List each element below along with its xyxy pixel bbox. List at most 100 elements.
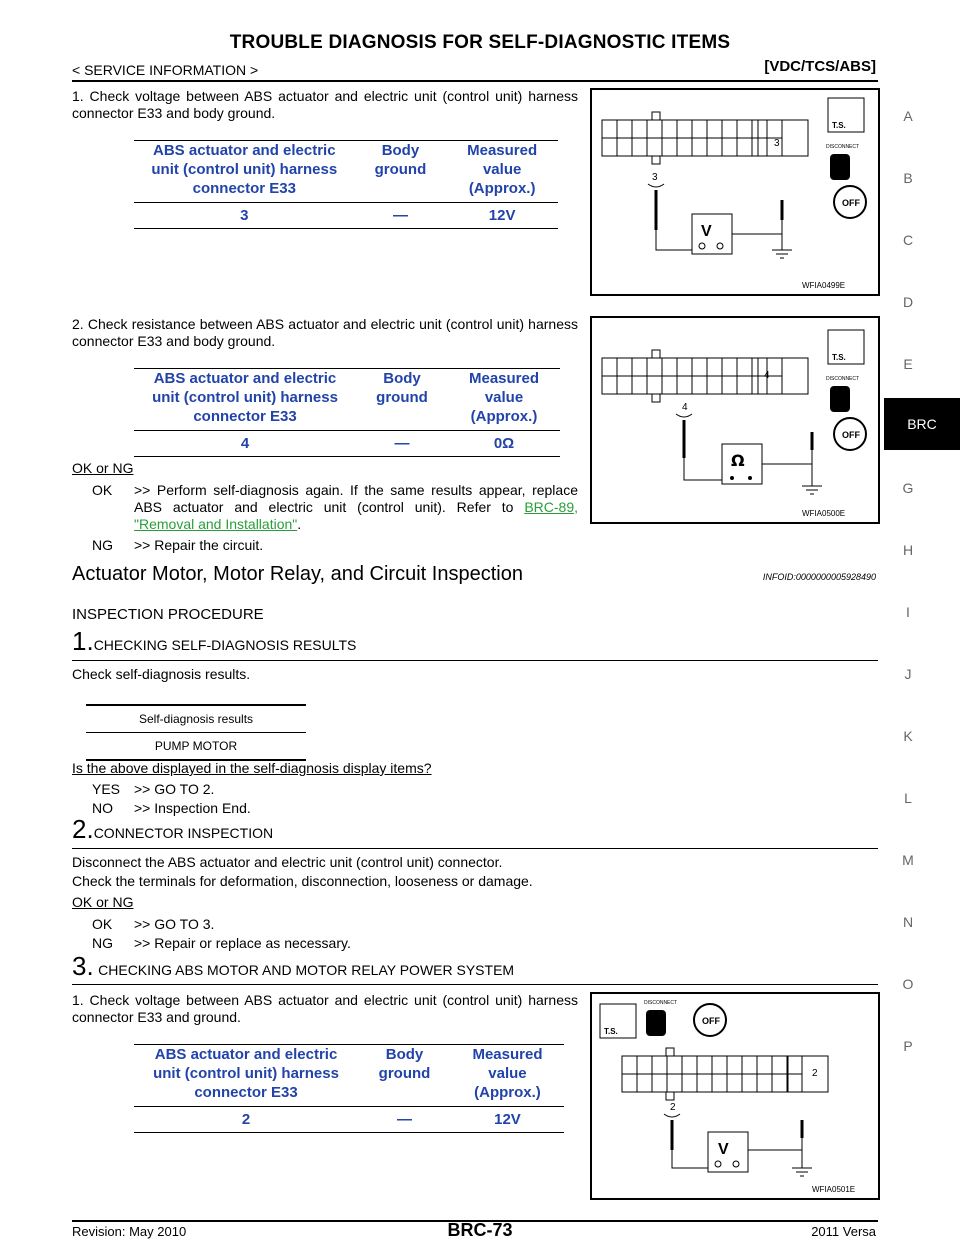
side-index-e[interactable]: E xyxy=(903,356,913,372)
svg-text:Ω: Ω xyxy=(731,451,745,470)
ok-text-2: >> GO TO 3. xyxy=(134,916,215,932)
ng-label-1: NG xyxy=(92,537,113,553)
footer-rule xyxy=(72,1220,878,1222)
spec-table-2: ABS actuator and electric unit (control … xyxy=(134,368,560,457)
block1-step1: 1. Check voltage between ABS actuator an… xyxy=(72,88,578,121)
table3-cell-ground: — xyxy=(397,1111,412,1128)
ok-text-1-post: . xyxy=(297,516,302,532)
step-2-text-1: Disconnect the ABS actuator and electric… xyxy=(72,854,503,870)
step-1-text: Check self-diagnosis results. xyxy=(72,666,251,682)
figure-2-caption: WFIA0500E xyxy=(802,509,846,518)
svg-text:3: 3 xyxy=(774,138,780,149)
wiring-figure-3: T.S. DISCONNECT OFF 2 2 V WF xyxy=(590,992,880,1200)
svg-text:2: 2 xyxy=(670,1102,676,1113)
table-row: 3 — 12V xyxy=(134,203,558,229)
ok-ng-label-2: OK or NG xyxy=(72,894,134,910)
table2-cell-value: 0Ω xyxy=(493,435,515,452)
spec-table-3: ABS actuator and electric unit (control … xyxy=(134,1044,564,1133)
question-text: Is the above displayed in the self-diagn… xyxy=(72,760,432,776)
step-2-heading: 2.CONNECTOR INSPECTION xyxy=(72,814,273,845)
step-3-number: 3. xyxy=(72,951,94,981)
side-index-d[interactable]: D xyxy=(902,294,914,310)
wiring-figure-1: 3 3 V T.S. DISCONNECT OFF WFIA0499E xyxy=(590,88,880,296)
ng-label-2: NG xyxy=(92,935,113,951)
side-index-k[interactable]: K xyxy=(903,728,913,744)
table2-cell-ground: — xyxy=(394,435,410,452)
table3-header-value: Measured value (Approx.) xyxy=(472,1046,543,1101)
svg-text:OFF: OFF xyxy=(842,430,860,440)
wiring-figure-2: 4 4 Ω T.S. DISCONNECT OFF WFIA0500E xyxy=(590,316,880,524)
side-index-j[interactable]: J xyxy=(904,666,912,682)
side-index-n[interactable]: N xyxy=(902,914,914,930)
yes-text: >> GO TO 2. xyxy=(134,781,215,797)
step-3-title: CHECKING ABS MOTOR AND MOTOR RELAY POWER… xyxy=(98,962,515,978)
step-2-text-2: Check the terminals for deformation, dis… xyxy=(72,873,533,889)
table1-header-ground: Body ground xyxy=(374,142,427,178)
table2-header-connector: ABS actuator and electric unit (control … xyxy=(152,370,338,425)
side-index-a[interactable]: A xyxy=(903,108,913,124)
ok-text-1: >> Perform self-diagnosis again. If the … xyxy=(134,482,578,533)
ohmmeter-diagram-icon: 4 4 Ω T.S. DISCONNECT OFF xyxy=(601,329,867,495)
step-1-number: 1. xyxy=(72,626,94,656)
breadcrumb: < SERVICE INFORMATION > xyxy=(72,62,259,78)
removal-installation-link[interactable]: BRC-89, "Removal and Installation" xyxy=(134,499,578,532)
side-index-brc[interactable]: BRC xyxy=(884,398,960,450)
side-index-b[interactable]: B xyxy=(903,170,913,186)
table1-header-connector: ABS actuator and electric unit (control … xyxy=(151,142,338,197)
step-3-heading: 3. CHECKING ABS MOTOR AND MOTOR RELAY PO… xyxy=(72,951,514,982)
revision-text: Revision: May 2010 xyxy=(72,1224,187,1239)
table3-header-ground: Body ground xyxy=(378,1046,431,1082)
info-id: INFOID:0000000005928490 xyxy=(762,572,876,582)
section-tag: [VDC/TCS/ABS] xyxy=(764,58,876,75)
side-index-l[interactable]: L xyxy=(904,790,912,806)
procedure-subtitle: INSPECTION PROCEDURE xyxy=(72,606,264,623)
svg-text:V: V xyxy=(701,223,712,240)
svg-text:T.S.: T.S. xyxy=(832,353,846,362)
table-row: 4 — 0Ω xyxy=(134,431,560,457)
side-index-g[interactable]: G xyxy=(902,480,914,496)
model-text: 2011 Versa xyxy=(811,1224,876,1239)
block1-step2: 2. Check resistance between ABS actuator… xyxy=(72,316,578,349)
side-index-i[interactable]: I xyxy=(906,604,910,620)
svg-text:4: 4 xyxy=(682,402,688,413)
side-index-o[interactable]: O xyxy=(902,976,914,992)
ok-text-1-pre: >> Perform self-diagnosis again. If the … xyxy=(134,482,578,515)
side-index-m[interactable]: M xyxy=(902,852,914,868)
self-diagnosis-table: Self-diagnosis results PUMP MOTOR xyxy=(86,704,306,761)
table1-cell-terminal: 3 xyxy=(240,207,249,224)
spec-table-1: ABS actuator and electric unit (control … xyxy=(134,140,558,229)
section-heading: Actuator Motor, Motor Relay, and Circuit… xyxy=(72,563,523,585)
ng-text-1: >> Repair the circuit. xyxy=(134,537,264,553)
table3-cell-value: 12V xyxy=(494,1111,521,1128)
side-index-p[interactable]: P xyxy=(903,1038,913,1054)
side-index-c[interactable]: C xyxy=(902,232,914,248)
ok-label-1: OK xyxy=(92,482,113,498)
table2-header-value: Measured value (Approx.) xyxy=(468,370,540,425)
step-3-text: 1. Check voltage between ABS actuator an… xyxy=(72,992,578,1025)
step-1-title: CHECKING SELF-DIAGNOSIS RESULTS xyxy=(93,637,357,653)
voltmeter-diagram-icon: 3 3 V T.S. DISCONNECT OFF xyxy=(601,97,867,259)
table3-header-connector: ABS actuator and electric unit (control … xyxy=(153,1046,339,1101)
header-rule xyxy=(72,80,878,82)
svg-text:T.S.: T.S. xyxy=(604,1027,618,1036)
svg-text:V: V xyxy=(718,1141,729,1158)
no-text: >> Inspection End. xyxy=(134,800,251,816)
side-index-h[interactable]: H xyxy=(902,542,914,558)
svg-text:3: 3 xyxy=(652,172,658,183)
step-1-heading: 1.CHECKING SELF-DIAGNOSIS RESULTS xyxy=(72,626,356,657)
svg-text:OFF: OFF xyxy=(702,1016,720,1026)
ng-text-2: >> Repair or replace as necessary. xyxy=(134,935,351,951)
svg-text:4: 4 xyxy=(764,370,770,381)
svg-text:2: 2 xyxy=(812,1068,818,1079)
no-label: NO xyxy=(92,800,113,816)
table1-cell-ground: — xyxy=(392,207,408,224)
figure-3-caption: WFIA0501E xyxy=(812,1185,856,1194)
figure-1-caption: WFIA0499E xyxy=(802,281,846,290)
table2-header-ground: Body ground xyxy=(376,370,428,406)
svg-text:DISCONNECT: DISCONNECT xyxy=(644,1000,677,1006)
step-2-rule xyxy=(72,848,878,849)
ok-label-2: OK xyxy=(92,916,113,932)
svg-text:OFF: OFF xyxy=(842,198,860,208)
self-diagnosis-header: Self-diagnosis results xyxy=(86,704,306,732)
svg-text:DISCONNECT: DISCONNECT xyxy=(826,144,859,150)
